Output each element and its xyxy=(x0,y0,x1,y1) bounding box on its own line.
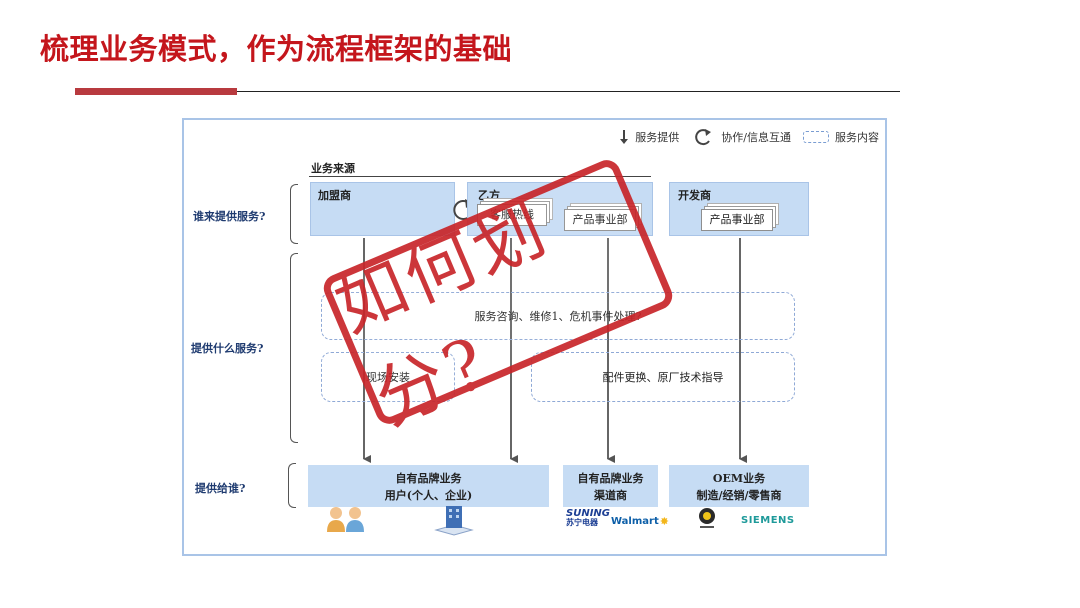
grundfos-like-logo xyxy=(699,508,715,528)
party-b-label: 乙方 xyxy=(478,189,500,202)
product-division-b-card: 产品事业部 xyxy=(564,209,636,231)
walmart-spark-icon: ✸ xyxy=(659,515,669,528)
legend-service-provide: 服务提供 xyxy=(635,131,680,144)
down-arrow-icon xyxy=(620,130,629,144)
brace-provide-to-whom xyxy=(288,463,296,508)
enterprise-building-icon xyxy=(434,506,474,536)
developer-label: 开发商 xyxy=(678,189,711,202)
own-brand-channel-line1: 自有品牌业务 xyxy=(577,472,644,485)
question-provide-to-whom: 提供给谁? xyxy=(195,482,246,495)
product-division-dev-card: 产品事业部 xyxy=(701,209,773,231)
slide-title: 梳理业务模式，作为流程框架的基础 xyxy=(40,32,513,66)
users-avatar-icon xyxy=(327,507,364,532)
business-model-diagram: 服务提供 协作/信息互通 服务内容 业务来源 谁来提供服务? 提供什么服务? 提… xyxy=(182,118,887,556)
walmart-logo: Walmart ✸ xyxy=(611,515,669,528)
own-brand-users-box: 自有品牌业务 用户(个人、企业) xyxy=(308,465,549,507)
legend-collaboration: 协作/信息互通 xyxy=(721,131,791,144)
brace-who-provides xyxy=(290,184,298,244)
franchisee-box: 加盟商 xyxy=(310,182,455,236)
title-divider-line xyxy=(237,91,900,92)
legend-service-content: 服务内容 xyxy=(835,131,879,144)
cycle-arrow-icon xyxy=(695,129,712,146)
service-row2-left-box: 现场安装 xyxy=(321,352,455,402)
business-source-line xyxy=(309,176,651,177)
question-who-provides: 谁来提供服务? xyxy=(193,210,266,223)
business-source-label: 业务来源 xyxy=(311,162,355,175)
own-brand-channel-box: 自有品牌业务 渠道商 xyxy=(563,465,658,507)
oem-line1: OEM业务 xyxy=(712,472,766,485)
legend: 服务提供 协作/信息互通 服务内容 xyxy=(619,128,879,146)
service-row2-right-text: 配件更换、原厂技术指导 xyxy=(602,371,724,384)
own-brand-users-line1: 自有品牌业务 xyxy=(395,472,462,485)
title-accent-bar xyxy=(75,88,237,95)
service-row2-left-text: 现场安装 xyxy=(366,371,410,384)
service-row2-right-box: 配件更换、原厂技术指导 xyxy=(531,352,795,402)
own-brand-channel-line2: 渠道商 xyxy=(594,489,627,502)
siemens-logo: SIEMENS xyxy=(741,515,795,526)
dashed-box-icon xyxy=(803,131,829,143)
oem-line2: 制造/经销/零售商 xyxy=(696,489,782,502)
service-row1-box: 服务咨询、维修1、危机事件处理? xyxy=(321,292,795,340)
service-row1-text: 服务咨询、维修1、危机事件处理? xyxy=(474,310,642,323)
brace-what-service xyxy=(290,253,298,443)
franchisee-label: 加盟商 xyxy=(318,189,351,202)
diagram-connectors xyxy=(363,238,747,463)
oem-box: OEM业务 制造/经销/零售商 xyxy=(669,465,809,507)
own-brand-users-line2: 用户(个人、企业) xyxy=(384,489,473,502)
suning-logo: SUNING 苏宁电器 xyxy=(566,508,610,528)
question-what-service: 提供什么服务? xyxy=(191,342,264,355)
customer-hotline-card: 客服热线 xyxy=(477,204,547,226)
